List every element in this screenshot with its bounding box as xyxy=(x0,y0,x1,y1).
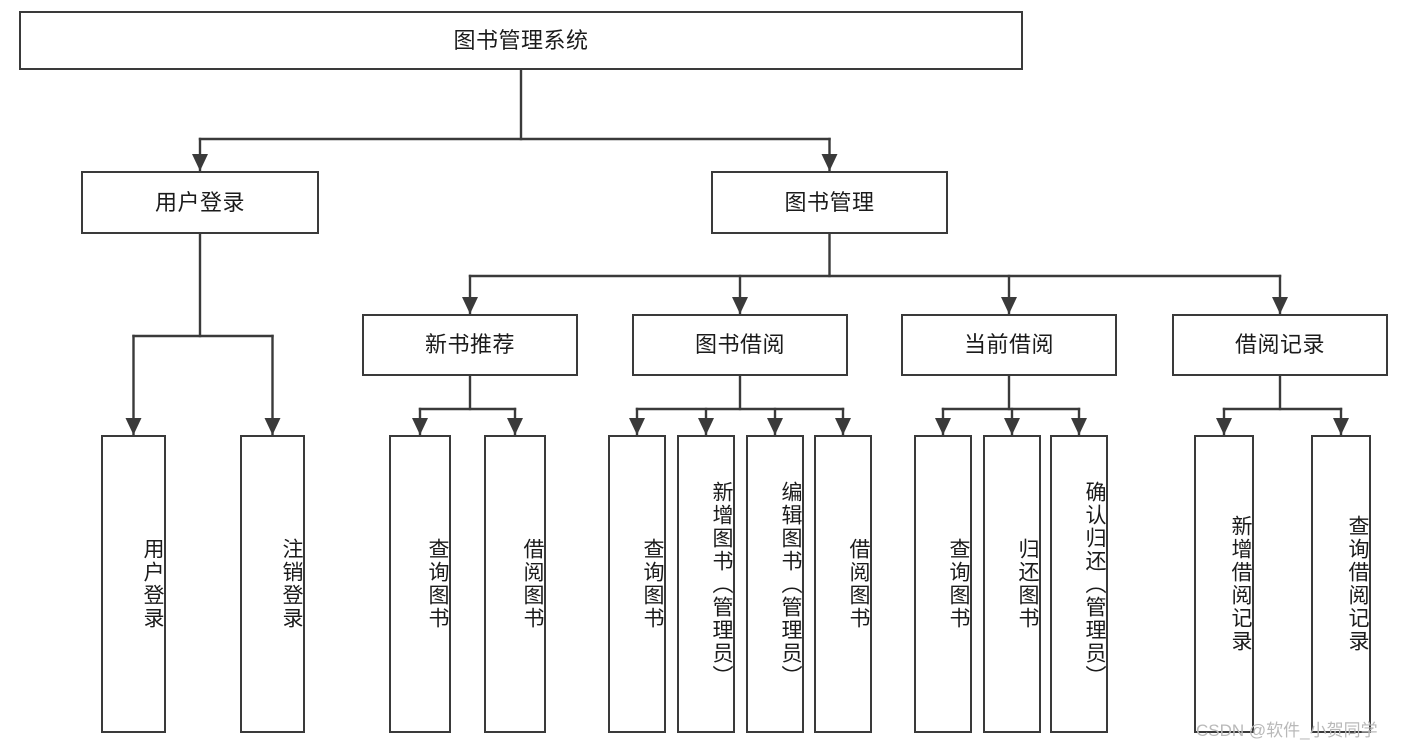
arrowhead-icon xyxy=(698,418,714,435)
arrowhead-icon xyxy=(1001,297,1017,314)
node-leaf-bb-borrow[interactable]: 借阅图书 xyxy=(814,435,872,733)
node-label: 图书管理 xyxy=(784,189,875,215)
csdn-watermark: CSDN @软件_小贺同学 xyxy=(1196,721,1378,740)
node-label: 新增图书（管理员） xyxy=(710,480,733,688)
node-label: 注销登录 xyxy=(280,538,303,630)
node-leaf-rec-query[interactable]: 查询图书 xyxy=(389,435,451,733)
node-label: 归还图书 xyxy=(1016,538,1039,630)
node-label: 用户登录 xyxy=(141,538,164,630)
node-leaf-bb-edit[interactable]: 编辑图书（管理员） xyxy=(746,435,804,733)
node-label: 用户登录 xyxy=(154,189,245,215)
node-leaf-rec-borrow[interactable]: 借阅图书 xyxy=(484,435,546,733)
arrowhead-icon xyxy=(821,154,838,171)
node-label: 借阅记录 xyxy=(1234,332,1325,358)
node-leaf-bb-query[interactable]: 查询图书 xyxy=(608,435,666,733)
arrowhead-icon xyxy=(125,418,142,435)
node-label: 查询图书 xyxy=(641,538,664,630)
node-label: 图书借阅 xyxy=(694,332,785,358)
node-label: 借阅图书 xyxy=(847,538,870,630)
node-borrow-record[interactable]: 借阅记录 xyxy=(1172,314,1388,376)
node-leaf-cb-query[interactable]: 查询图书 xyxy=(914,435,972,733)
arrowhead-icon xyxy=(1004,418,1020,435)
node-book-manage[interactable]: 图书管理 xyxy=(711,171,948,234)
arrowhead-icon xyxy=(1272,297,1288,314)
node-leaf-user-logout[interactable]: 注销登录 xyxy=(240,435,305,733)
node-label: 确认归还（管理员） xyxy=(1083,480,1106,688)
node-label: 图书管理系统 xyxy=(453,27,589,53)
node-leaf-br-query[interactable]: 查询借阅记录 xyxy=(1311,435,1371,733)
node-leaf-br-add[interactable]: 新增借阅记录 xyxy=(1194,435,1254,733)
node-new-book-rec[interactable]: 新书推荐 xyxy=(362,314,578,376)
node-label: 查询图书 xyxy=(426,538,449,630)
arrowhead-icon xyxy=(412,418,428,435)
node-leaf-user-login[interactable]: 用户登录 xyxy=(101,435,166,733)
arrowhead-icon xyxy=(935,418,951,435)
node-label: 借阅图书 xyxy=(521,538,544,630)
node-label: 编辑图书（管理员） xyxy=(779,480,802,688)
node-label: 查询图书 xyxy=(947,538,970,630)
arrowhead-icon xyxy=(1071,418,1087,435)
arrowhead-icon xyxy=(732,297,748,314)
node-label: 当前借阅 xyxy=(963,332,1054,358)
node-current-borrow[interactable]: 当前借阅 xyxy=(901,314,1117,376)
node-label: 查询借阅记录 xyxy=(1346,515,1369,653)
arrowhead-icon xyxy=(192,154,208,171)
node-leaf-cb-confirm[interactable]: 确认归还（管理员） xyxy=(1050,435,1108,733)
node-leaf-cb-return[interactable]: 归还图书 xyxy=(983,435,1041,733)
node-book-borrow[interactable]: 图书借阅 xyxy=(632,314,848,376)
node-user-login[interactable]: 用户登录 xyxy=(81,171,319,234)
node-leaf-bb-add[interactable]: 新增图书（管理员） xyxy=(677,435,735,733)
arrowhead-icon xyxy=(835,418,851,435)
arrowhead-icon xyxy=(507,418,523,435)
arrowhead-icon xyxy=(767,418,783,435)
arrowhead-icon xyxy=(1216,418,1232,435)
arrowhead-icon xyxy=(629,418,645,435)
arrowhead-icon xyxy=(264,418,281,435)
node-label: 新书推荐 xyxy=(424,332,515,358)
node-label: 新增借阅记录 xyxy=(1229,515,1252,653)
arrowhead-icon xyxy=(1333,418,1349,435)
node-root[interactable]: 图书管理系统 xyxy=(19,11,1023,70)
arrowhead-icon xyxy=(462,297,478,314)
